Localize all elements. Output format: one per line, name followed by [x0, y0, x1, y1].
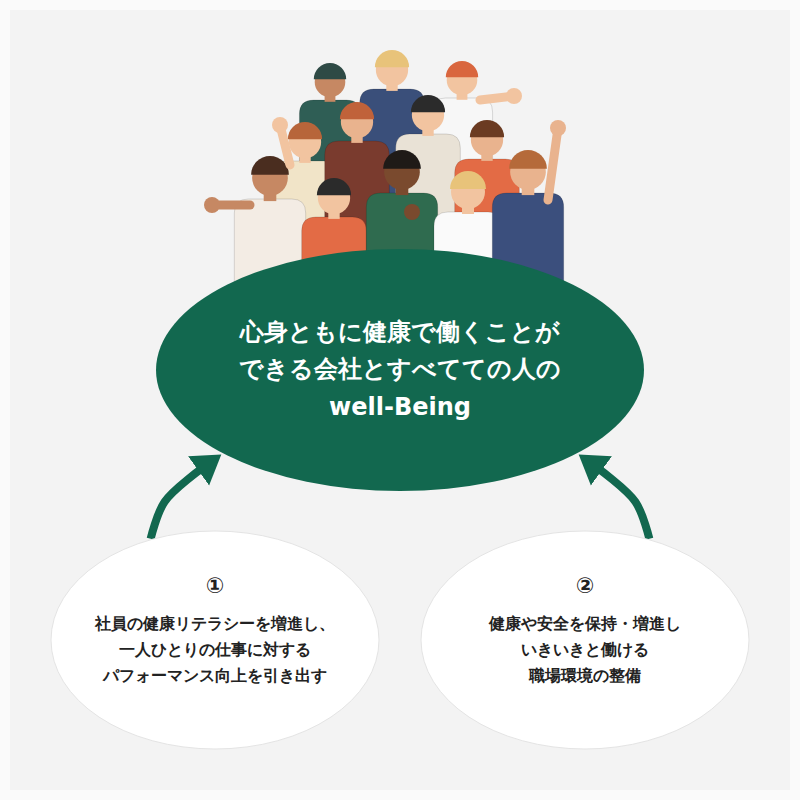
measure-ellipse: ① 社員の健康リテラシーを増進し、 一人ひとりの仕事に対する パフォーマンス向上を…	[50, 530, 380, 750]
person-hair	[288, 122, 322, 139]
person-hair	[411, 95, 445, 112]
waving-hand	[404, 204, 420, 220]
ellipse-outline	[50, 530, 380, 750]
person-hair	[251, 156, 289, 175]
person-hair	[450, 171, 486, 189]
waving-hand	[506, 88, 522, 104]
curved-arrow	[597, 467, 650, 538]
goal-text: 心身ともに健康で働くことが できる会社とすべてての人の well-Being	[232, 314, 568, 426]
person-hair	[314, 63, 346, 79]
person-hair	[340, 102, 374, 119]
ellipse-outline	[420, 530, 750, 750]
person-hair	[383, 150, 421, 169]
waving-arm	[204, 197, 250, 213]
callout-number: ①	[206, 572, 225, 601]
measure-text: 社員の健康リテラシーを増進し、 一人ひとりの仕事に対する パフォーマンス向上を引…	[87, 611, 343, 690]
person-hair	[509, 150, 547, 169]
curved-arrow	[151, 467, 204, 538]
ellipse-fill	[156, 249, 644, 491]
person-hair	[470, 120, 504, 137]
ellipse-fill	[421, 531, 749, 749]
person-hair	[375, 50, 409, 67]
ellipse-fill	[51, 531, 379, 749]
waving-arm	[480, 88, 522, 104]
measure-ellipse: ② 健康や安全を保持・増進し いきいきと働ける 職場環境の整備	[420, 530, 750, 750]
goal-ellipse: 心身ともに健康で働くことが できる会社とすべてての人の well-Being	[155, 248, 645, 492]
waving-hand	[204, 197, 220, 213]
waving-arm	[272, 117, 290, 165]
waving-hand	[272, 117, 288, 133]
person-hair	[446, 61, 478, 77]
callout-number: ②	[576, 572, 595, 601]
person-hair	[317, 178, 351, 195]
waving-hand	[550, 120, 566, 136]
waving-arm	[548, 120, 566, 200]
panel-ground	[10, 10, 790, 790]
measure-text: 健康や安全を保持・増進し いきいきと働ける 職場環境の整備	[481, 611, 689, 690]
waving-arm	[404, 204, 420, 220]
arm-line	[548, 128, 558, 200]
